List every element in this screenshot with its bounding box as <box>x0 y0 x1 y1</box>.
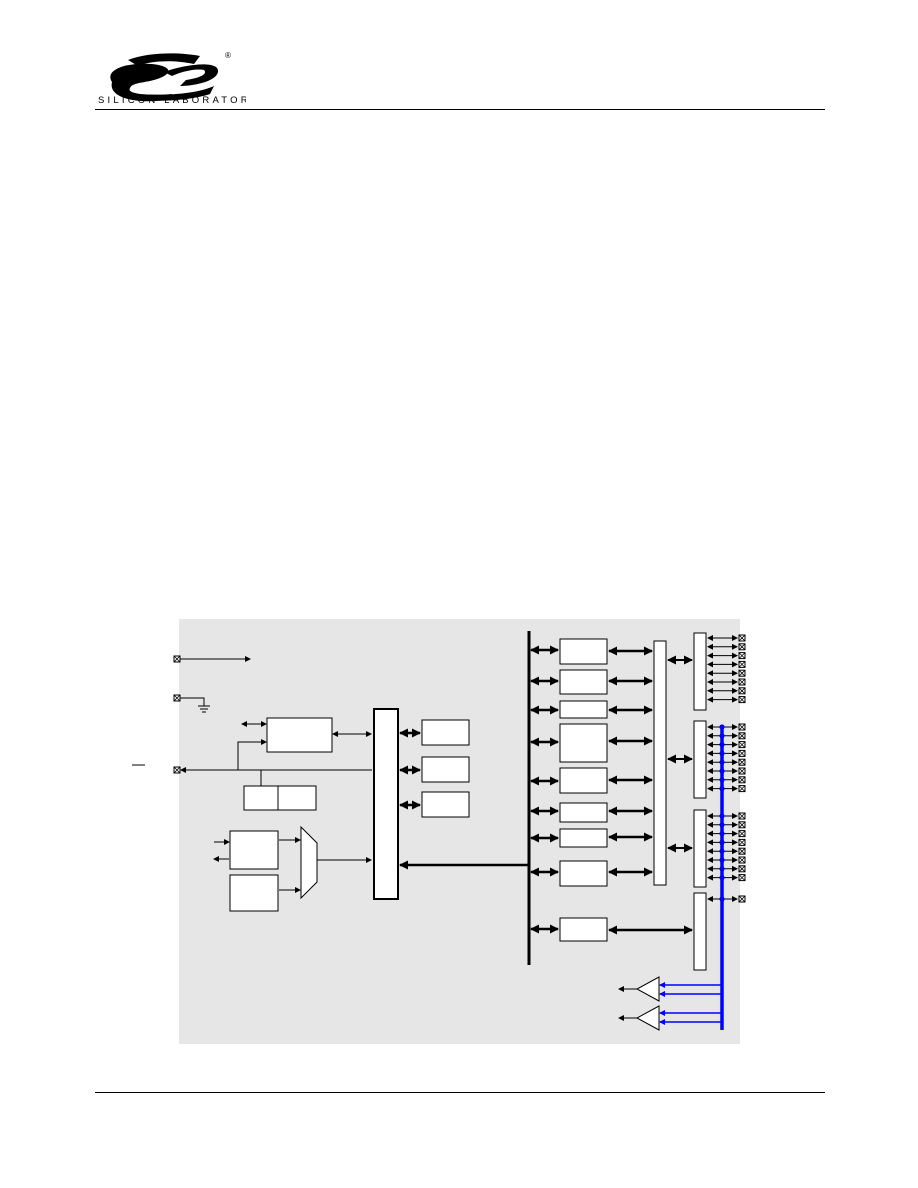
internal-oscillator <box>229 874 279 912</box>
port-0-pin-1 <box>707 643 746 651</box>
header-rule <box>95 109 825 110</box>
port-pins <box>707 634 746 903</box>
port-3-pins <box>707 895 746 903</box>
port-0-pin-3 <box>707 660 746 668</box>
port-1-pins <box>707 723 746 793</box>
port-3-pin-0 <box>707 895 746 903</box>
pin-gnd <box>173 694 210 713</box>
memory-block-2 <box>421 756 470 783</box>
port-latch-2 <box>693 809 707 888</box>
left-pins <box>132 655 372 774</box>
port-0-pin-4 <box>707 669 746 677</box>
external-oscillator <box>229 830 279 870</box>
debug-block <box>237 717 372 770</box>
port-latch-0 <box>693 632 707 711</box>
memory-block-3 <box>421 791 470 818</box>
peripheral-block <box>559 638 608 665</box>
comparators <box>618 976 722 1031</box>
port-latch-3 <box>693 892 707 971</box>
port-2-pins <box>707 812 746 882</box>
port-latch-1 <box>693 720 707 799</box>
port-2-pin-5 <box>707 856 746 864</box>
port-2-pin-3 <box>707 838 746 846</box>
peripheral-block <box>559 723 608 763</box>
port-1-pin-4 <box>707 758 746 766</box>
port-0-pin-2 <box>707 652 746 660</box>
port-1-pin-2 <box>707 741 746 749</box>
port-1-pin-3 <box>707 749 746 757</box>
port-0-pin-0 <box>707 634 746 642</box>
port-1-pin-6 <box>707 776 746 784</box>
clock-section <box>213 825 372 912</box>
peripheral-block <box>559 669 608 695</box>
peripheral-block <box>559 802 608 823</box>
clock-mux <box>300 825 318 900</box>
sfr-bus <box>399 631 531 965</box>
port-1-pin-7 <box>707 785 746 793</box>
port-2-pin-6 <box>707 865 746 873</box>
port-2-pin-1 <box>707 821 746 829</box>
footer-rule <box>95 1092 825 1093</box>
port-0-pin-5 <box>707 678 746 686</box>
logo-text: SILICON LABORATORIES <box>98 95 246 106</box>
reset-sources-block <box>243 770 317 811</box>
crossbar <box>653 640 667 886</box>
port-0-pin-6 <box>707 687 746 695</box>
port-0-pin-7 <box>707 696 746 704</box>
peripheral-block <box>559 767 608 794</box>
cpu-core <box>373 708 399 900</box>
peripheral-block <box>559 917 608 942</box>
pin-vdd <box>173 655 251 663</box>
pin-rst <box>132 764 372 774</box>
peripheral-block <box>559 700 608 719</box>
memory-block-1 <box>421 719 470 746</box>
port-2-pin-7 <box>707 874 746 882</box>
port-1-pin-5 <box>707 767 746 775</box>
logo-mark <box>110 53 219 102</box>
memory-blocks <box>399 719 470 818</box>
logo-trademark: ® <box>225 51 231 60</box>
port-2-pin-4 <box>707 847 746 855</box>
port-2-pin-2 <box>707 830 746 838</box>
peripheral-block <box>559 860 608 887</box>
silicon-labs-logo: ® SILICON LABORATORIES <box>96 50 272 106</box>
peripheral-block <box>559 828 608 848</box>
port-1-pin-1 <box>707 732 746 740</box>
peripherals <box>530 638 693 942</box>
port-2-pin-0 <box>707 812 746 820</box>
comparator-0 <box>618 976 722 1002</box>
port-0-pins <box>707 634 746 704</box>
port-1-pin-0 <box>707 723 746 731</box>
comparator-1 <box>618 1005 722 1031</box>
